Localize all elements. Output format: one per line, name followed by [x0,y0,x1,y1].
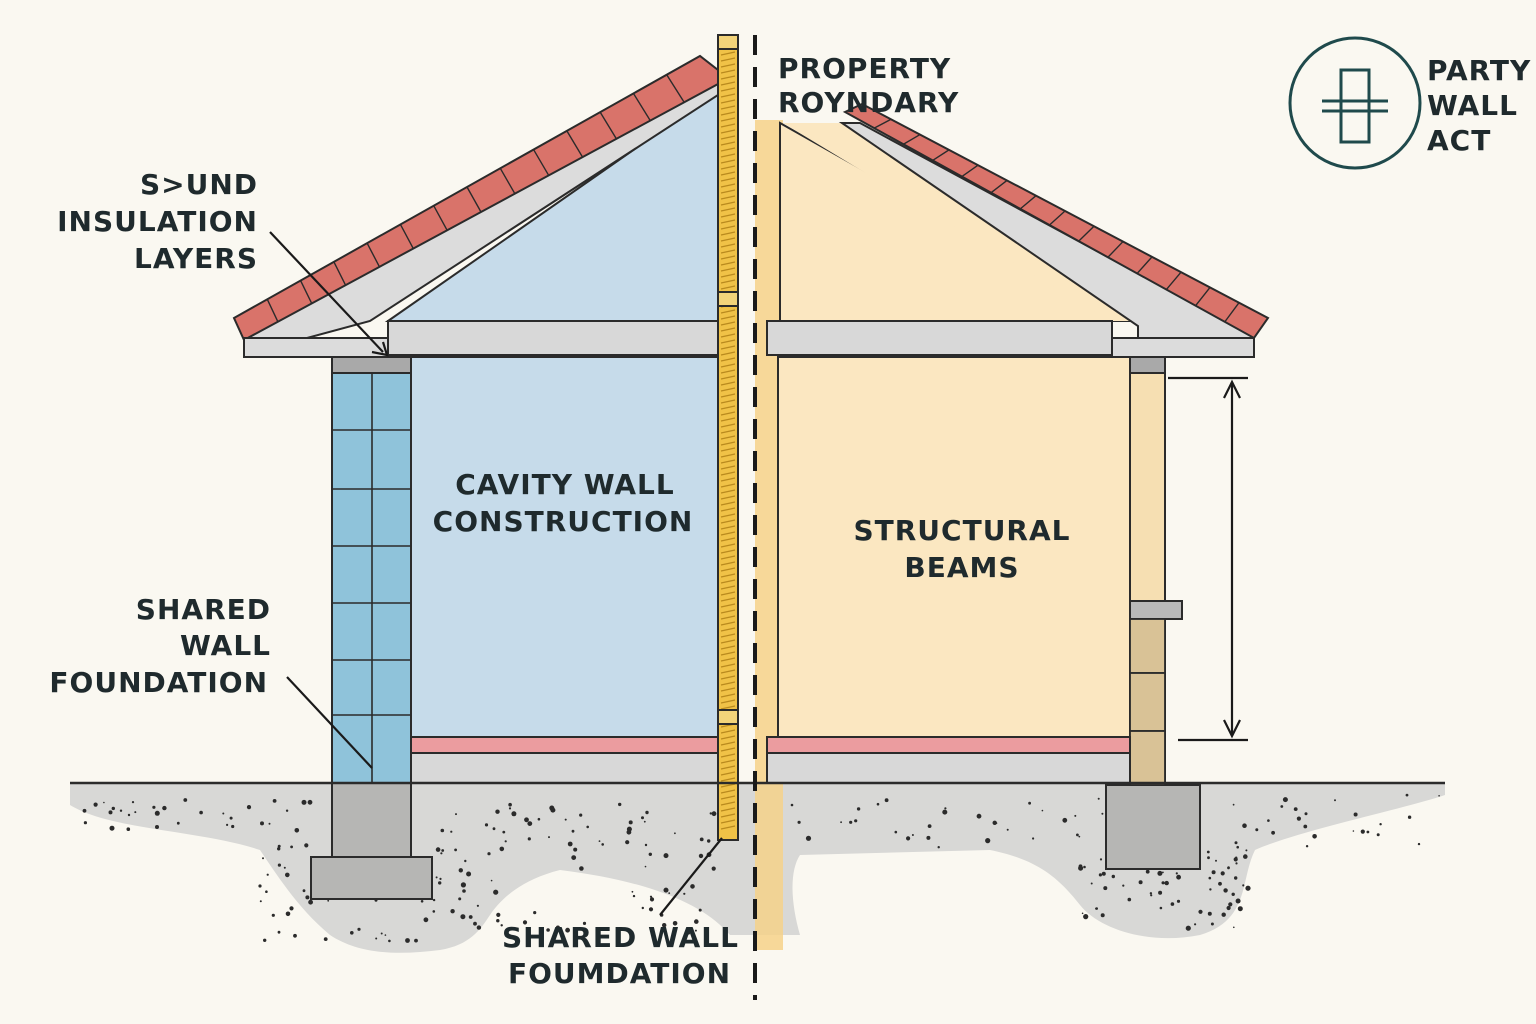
svg-text:STRUCTURAL: STRUCTURAL [853,514,1070,547]
svg-text:ACT: ACT [1427,124,1491,157]
left-block-joints [332,373,411,784]
left-foundation-leader [286,676,373,769]
property-boundary-label: PROPERTY ROYNDARY [778,52,959,119]
right-floor-slab [766,752,1131,784]
left-house [232,54,739,784]
left-floor-insulation [410,736,739,754]
sound-insulation-leader [269,231,389,357]
ground-speckles [82,793,1440,943]
window-sill [1129,600,1183,620]
right-interior-wall [777,356,1131,738]
bottom-foundation-leader [659,837,723,916]
cavity-wall-label: CAVITY WALL CONSTRUCTION [433,468,694,538]
right-house [755,102,1270,950]
structural-beams-label: STRUCTURAL BEAMS [853,514,1070,584]
svg-text:SHARED WALL: SHARED WALL [502,921,739,954]
svg-text:FOUMDATION: FOUMDATION [508,957,731,990]
left-foundation [310,782,433,900]
party-wall-act-label: PARTY WALL ACT [1427,54,1531,157]
right-ceiling-beam [766,320,1113,356]
right-block-courses [1129,618,1166,786]
left-ceiling-beam [387,320,739,356]
right-foundation [1105,784,1201,870]
shared-wall-foundation-left-label: SHARED WALL FOUNDATION [49,593,271,699]
left-roof-tile-lines [266,74,685,323]
shared-wall-foundation-bottom-label: SHARED WALL FOUMDATION [502,921,739,990]
svg-text:ROYNDARY: ROYNDARY [778,86,959,119]
sound-insulation-label: S>UND INSULATION LAYERS [57,168,258,275]
svg-text:SHARED: SHARED [136,593,271,626]
svg-text:S>UND: S>UND [140,168,258,201]
party-wall [717,34,739,841]
right-roof-tile-lines [873,118,1240,323]
svg-text:PARTY: PARTY [1427,54,1531,87]
svg-text:BEAMS: BEAMS [904,551,1019,584]
svg-text:FOUNDATION: FOUNDATION [49,666,268,699]
height-dimension [1168,376,1248,742]
svg-text:WALL: WALL [180,629,271,662]
party-wall-act-icon [1288,36,1422,170]
svg-text:LAYERS: LAYERS [134,242,258,275]
left-interior-wall [410,356,719,738]
svg-text:CONSTRUCTION: CONSTRUCTION [433,505,694,538]
right-floor-insulation [766,736,1131,754]
svg-text:INSULATION: INSULATION [57,205,258,238]
left-floor-slab [410,752,739,784]
svg-text:WALL: WALL [1427,89,1518,122]
svg-text:CAVITY WALL: CAVITY WALL [455,468,675,501]
svg-text:PROPERTY: PROPERTY [778,52,951,85]
right-roof-tiles [842,102,1270,340]
